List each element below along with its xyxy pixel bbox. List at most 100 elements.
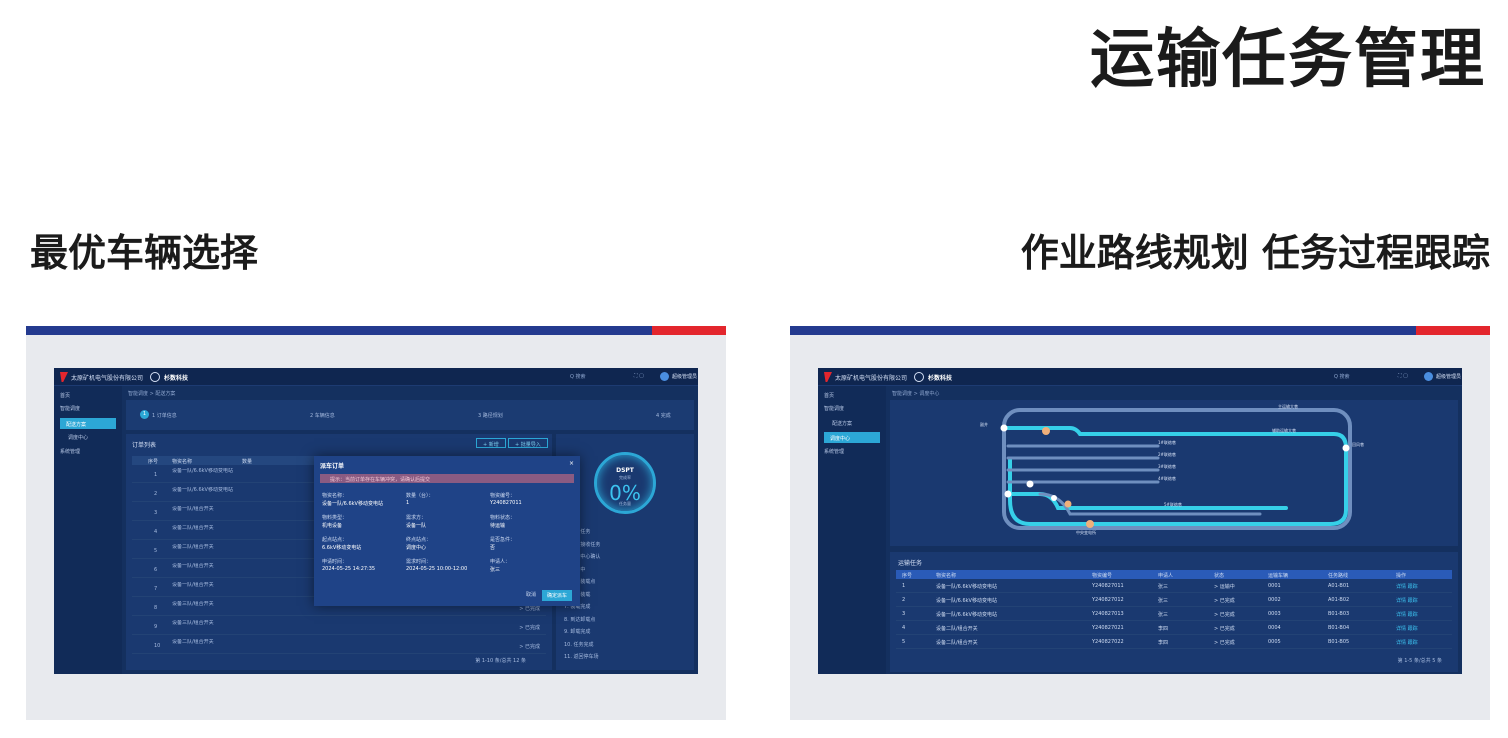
row-actions[interactable]: 详情 跟踪 bbox=[1396, 598, 1418, 604]
map-label: 2#联络巷 bbox=[1158, 451, 1176, 457]
row-actions[interactable]: 详情 跟踪 bbox=[1396, 640, 1418, 646]
row-person: 张三 bbox=[1158, 584, 1169, 590]
row-index: 9 bbox=[154, 624, 158, 630]
station-node-icon[interactable] bbox=[1004, 490, 1012, 498]
main-content: 智能调度 > 调度中心 bbox=[886, 386, 1462, 674]
sidebar-item-plan[interactable]: 配送方案 bbox=[832, 421, 853, 427]
row-index: 10 bbox=[154, 643, 161, 649]
pagination[interactable]: 第 1-5 条/总共 5 条 bbox=[1397, 658, 1442, 664]
accent-bar bbox=[790, 326, 1490, 335]
timeline-item: 2. 车辆接收任务 bbox=[564, 541, 601, 548]
search-input[interactable]: Q 搜索 bbox=[1334, 374, 1350, 380]
modal-alert: 提示：当前订单存在车辆冲突，请确认后提交 bbox=[320, 474, 574, 483]
step-4: 4 完成 bbox=[656, 413, 671, 419]
row-material: 设备二队/组合开关 bbox=[936, 626, 978, 632]
row-status: > 已完成 bbox=[519, 625, 540, 631]
row-actions[interactable]: 详情 跟踪 bbox=[1396, 612, 1418, 618]
modal-field-label: 申请时间： bbox=[322, 559, 348, 565]
map-label: 中央变电所 bbox=[1076, 529, 1096, 535]
modal-field-value: 2024-05-25 14:27:35 bbox=[322, 566, 376, 572]
add-button[interactable]: + 新增 bbox=[476, 438, 506, 448]
import-button[interactable]: + 批量导入 bbox=[508, 438, 548, 448]
accent-bar bbox=[26, 326, 726, 335]
map-label: 1#联络巷 bbox=[1158, 439, 1176, 445]
row-index: 1 bbox=[902, 583, 906, 589]
company-logo-icon bbox=[824, 372, 832, 382]
row-route: B01-B05 bbox=[1328, 639, 1350, 645]
task-title: 运输任务 bbox=[898, 560, 923, 567]
sidebar-item-system[interactable]: 系统管理 bbox=[824, 449, 845, 455]
fullscreen-icon[interactable]: ⛶ ▢ bbox=[1398, 373, 1408, 379]
row-index: 1 bbox=[154, 472, 158, 478]
timeline-item: 10. 任务完成 bbox=[564, 641, 594, 648]
fullscreen-icon[interactable]: ⛶ ▢ bbox=[634, 373, 644, 379]
avatar[interactable] bbox=[660, 372, 669, 381]
row-material: 设备三队/组合开关 bbox=[172, 620, 214, 626]
right-panel: 太原矿机电气股份有限公司 杉数科技 Q 搜索 ⛶ ▢ 超级管理员 首页 智能调度… bbox=[790, 326, 1490, 720]
search-input[interactable]: Q 搜索 bbox=[570, 374, 586, 380]
row-actions[interactable]: 详情 跟踪 bbox=[1396, 626, 1418, 632]
row-actions[interactable]: 详情 跟踪 bbox=[1396, 584, 1418, 590]
table-row[interactable]: 9 设备三队/组合开关 > 已完成 bbox=[132, 618, 546, 635]
timeline-item: 8. 到达卸载点 bbox=[564, 616, 596, 623]
cancel-button[interactable]: 取消 bbox=[525, 592, 536, 598]
vehicle-marker-icon[interactable] bbox=[1064, 500, 1072, 508]
row-material: 设备一队/组合开关 bbox=[172, 506, 214, 512]
pagination[interactable]: 第 1-10 条/总共 12 条 bbox=[475, 658, 526, 664]
active-route-loop bbox=[1002, 426, 1348, 526]
modal-title: 派车订单 bbox=[320, 463, 345, 470]
station-node-icon[interactable] bbox=[1000, 424, 1008, 432]
sidebar-item-center[interactable]: 调度中心 bbox=[824, 432, 880, 443]
timeline-item: 3. 调度中心确认 bbox=[564, 554, 601, 560]
row-route: B01-B03 bbox=[1328, 611, 1350, 617]
modal-field-label: 是否急件： bbox=[490, 537, 516, 543]
user-name[interactable]: 超级管理员 bbox=[1436, 374, 1462, 380]
row-status: > 已完成 bbox=[519, 644, 540, 650]
row-index: 5 bbox=[902, 639, 906, 645]
sidebar-item-center[interactable]: 调度中心 bbox=[68, 435, 89, 441]
breadcrumb: 智能调度 > 调度中心 bbox=[892, 391, 940, 397]
station-node-icon[interactable] bbox=[1026, 480, 1034, 488]
sidebar-item-plan[interactable]: 配送方案 bbox=[60, 418, 116, 429]
sidebar-item-home[interactable]: 首页 bbox=[824, 393, 835, 399]
map-label: 副井 bbox=[980, 421, 988, 427]
timeline-item: 9. 卸载完成 bbox=[564, 629, 591, 635]
dispatch-modal: 派车订单 × 提示：当前订单存在车辆冲突，请确认后提交 物资名称：设备一队/6.… bbox=[314, 456, 580, 606]
vehicle-marker-icon[interactable] bbox=[1042, 427, 1050, 435]
row-vehicle: 0005 bbox=[1268, 639, 1281, 645]
page-title: 运输任务管理 bbox=[1090, 23, 1486, 97]
route-map[interactable]: 1#联络巷 2#联络巷 3#联络巷 4#联络巷 5#联络巷 副井 主运输大巷 辅… bbox=[890, 400, 1458, 546]
map-label: 辅助运输大巷 bbox=[1272, 427, 1296, 433]
avatar[interactable] bbox=[1424, 372, 1433, 381]
row-code: Y240827022 bbox=[1092, 639, 1124, 645]
company-name: 太原矿机电气股份有限公司 bbox=[835, 375, 908, 382]
main-content: 智能调度 > 配送方案 1 1 订单信息 2 车辆信息 3 路径规划 4 完成 … bbox=[122, 386, 698, 674]
vehicle-marker-icon[interactable] bbox=[1086, 520, 1094, 528]
station-node-icon[interactable] bbox=[1342, 444, 1350, 452]
confirm-button[interactable]: 确定派车 bbox=[541, 590, 572, 601]
app-topbar: 太原矿机电气股份有限公司 杉数科技 Q 搜索 ⛶ ▢ 超级管理员 bbox=[54, 368, 698, 386]
sidebar-item-dispatch[interactable]: 智能调度 bbox=[60, 406, 81, 412]
brand-name: 杉数科技 bbox=[164, 375, 189, 382]
station-node-icon[interactable] bbox=[1051, 495, 1057, 501]
user-name[interactable]: 超级管理员 bbox=[672, 374, 698, 380]
completion-value: 0% bbox=[609, 481, 641, 505]
map-label: 3#联络巷 bbox=[1158, 463, 1176, 469]
close-icon[interactable]: × bbox=[568, 460, 574, 467]
modal-field-label: 起点站点： bbox=[322, 537, 348, 543]
sidebar-item-home[interactable]: 首页 bbox=[60, 393, 71, 399]
list-title: 订单列表 bbox=[132, 442, 157, 449]
sidebar-item-system[interactable]: 系统管理 bbox=[60, 449, 81, 455]
sidebar-item-dispatch[interactable]: 智能调度 bbox=[824, 406, 845, 412]
row-index: 4 bbox=[902, 625, 906, 631]
row-status: > 运输中 bbox=[1214, 584, 1235, 590]
row-material: 设备一队/6.6kV移动变电站 bbox=[936, 612, 997, 618]
row-material: 设备三队/组合开关 bbox=[172, 601, 214, 607]
